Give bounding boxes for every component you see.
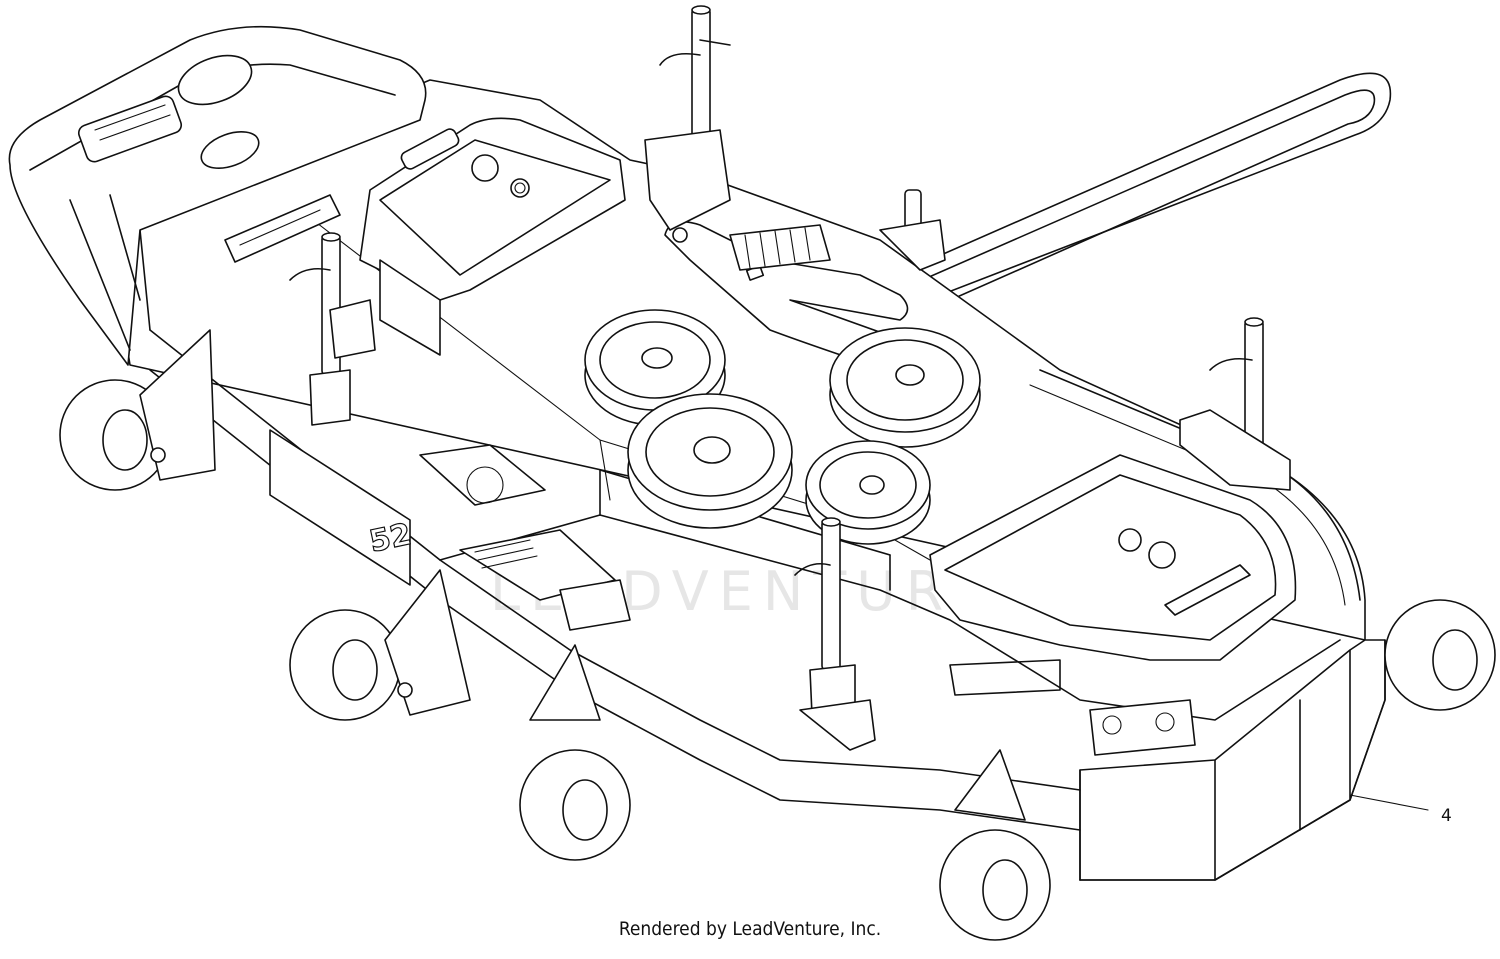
callout-number: 4 <box>1441 806 1452 826</box>
spindle-cover-logo <box>471 154 499 182</box>
spindle-cover-logo-right <box>1148 541 1176 569</box>
wheel-left-front <box>289 569 471 721</box>
pulley-center <box>627 393 793 529</box>
wheel-right <box>1384 599 1496 711</box>
info-decal-3 <box>559 579 631 631</box>
deck-size-marking: 52 <box>366 517 414 560</box>
model-plate: 52 <box>269 429 415 586</box>
right-spindle-cover <box>929 454 1297 661</box>
safety-decal-rear <box>224 194 341 263</box>
render-credit: Rendered by LeadVenture, Inc. <box>618 918 882 940</box>
height-pin-right <box>1179 317 1291 491</box>
callout-leader-line <box>1349 794 1429 811</box>
tension-spring <box>729 224 831 271</box>
deck-post-rear-right <box>879 189 946 271</box>
wheel-front-2 <box>939 749 1051 941</box>
pulley-right-idler <box>829 327 981 448</box>
left-spindle-cover <box>359 117 626 356</box>
callout-4: 4 <box>1349 794 1452 826</box>
wheel-rear-left <box>59 329 216 491</box>
safety-decal-front <box>1089 699 1196 756</box>
height-pin-front <box>794 517 876 751</box>
info-decal-2 <box>459 529 616 601</box>
front-rail <box>949 659 1061 696</box>
mulch-blower-housing <box>8 25 427 366</box>
wheel-front-1 <box>519 644 631 861</box>
drive-belt <box>769 72 1392 341</box>
safety-decal-side <box>329 299 376 359</box>
height-pin-rear-center <box>644 5 731 231</box>
info-decal-1 <box>419 444 546 506</box>
